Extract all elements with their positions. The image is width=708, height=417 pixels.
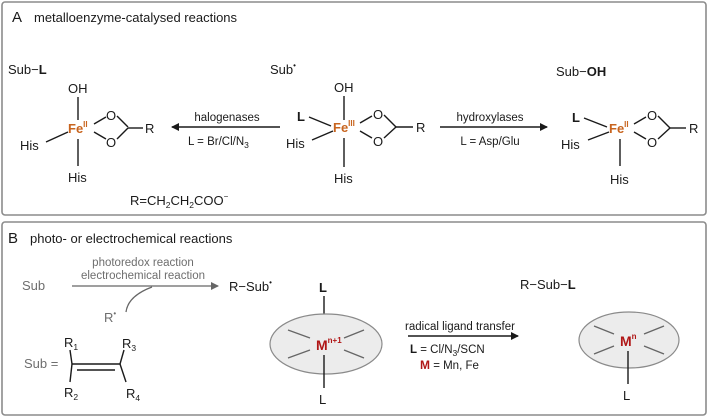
substituent-r4: R4 bbox=[126, 386, 140, 403]
product-sub-oh: Sub−OH bbox=[556, 64, 606, 79]
bond bbox=[359, 130, 373, 139]
fe-ii-halide-complex: OH FeII O O R His His bbox=[20, 81, 154, 185]
carboxylate-oxygen: O bbox=[106, 108, 116, 123]
bond bbox=[69, 363, 73, 383]
bond bbox=[359, 115, 373, 124]
arrow-label-halogenases: halogenases bbox=[194, 112, 259, 124]
bond bbox=[587, 131, 610, 141]
carboxylate-oxygen: O bbox=[373, 107, 383, 122]
bond bbox=[383, 126, 397, 139]
r-group-definition: R=CH2CH2COO− bbox=[130, 192, 229, 210]
r-group: R bbox=[689, 121, 698, 136]
substituent-r3: R3 bbox=[122, 336, 136, 353]
histidine-ligand: His bbox=[68, 170, 87, 185]
bond bbox=[119, 349, 125, 365]
ligand-l-bottom: L bbox=[319, 392, 326, 407]
arrow-label-hydroxylases: hydroxylases bbox=[456, 112, 523, 124]
alkene-label: Sub = bbox=[24, 356, 58, 371]
histidine-ligand: His bbox=[610, 172, 629, 187]
ligand-transfer-arrow: radical ligand transfer L = Cl/N3/SCN M … bbox=[405, 321, 519, 372]
histidine-ligand: His bbox=[286, 136, 305, 151]
bond bbox=[343, 349, 365, 359]
panel-a-letter: A bbox=[12, 9, 22, 26]
alkene-substrate: Sub = R1 R2 R3 R4 bbox=[24, 335, 140, 403]
metal-center: Mn bbox=[620, 332, 637, 349]
carboxylate-oxygen: O bbox=[647, 108, 657, 123]
coordination-plane bbox=[578, 311, 680, 369]
bond bbox=[69, 349, 73, 365]
fe-ii-hydroxylase-complex: L FeII O O R His His bbox=[561, 108, 698, 187]
ligand-l: L bbox=[297, 109, 305, 124]
ligand-l: L bbox=[572, 110, 580, 125]
coordination-plane bbox=[269, 313, 383, 375]
photoredox-label: photoredox reaction bbox=[92, 257, 194, 269]
bond bbox=[308, 116, 332, 127]
panel-a-title: metalloenzyme-catalysed reactions bbox=[34, 10, 238, 25]
bond bbox=[116, 127, 129, 140]
radical-addition-curve bbox=[125, 286, 153, 313]
bond bbox=[45, 131, 69, 143]
substituent-r2: R2 bbox=[64, 385, 78, 402]
bond bbox=[287, 349, 311, 359]
halogenase-condition: L = Br/Cl/N3 bbox=[188, 136, 249, 150]
bond bbox=[593, 345, 615, 355]
carboxylate-oxygen: O bbox=[106, 135, 116, 150]
bond bbox=[116, 115, 129, 128]
substituent-r1: R1 bbox=[64, 335, 78, 352]
hydroxylase-arrow: hydroxylases L = Asp/Glu bbox=[440, 112, 548, 148]
bond bbox=[93, 131, 107, 140]
bond bbox=[287, 329, 311, 339]
bond bbox=[343, 329, 365, 339]
substrate-label: Sub bbox=[22, 278, 45, 293]
bond bbox=[657, 127, 671, 140]
arrow-label-ligand-transfer: radical ligand transfer bbox=[405, 321, 515, 333]
iron-center: FeII bbox=[609, 120, 629, 136]
panel-b-title: photo- or electrochemical reactions bbox=[30, 231, 233, 246]
ligand-l-bottom: L bbox=[623, 388, 630, 403]
electrochemical-label: electrochemical reaction bbox=[81, 270, 205, 282]
panel-b-letter: B bbox=[8, 230, 18, 247]
panel-a: A metalloenzyme-catalysed reactions Sub−… bbox=[1, 1, 707, 216]
product-sub-l: Sub−L bbox=[8, 62, 47, 77]
bond bbox=[383, 114, 397, 128]
fe-iii-complex: OH L FeIII O O R His His bbox=[286, 80, 425, 186]
bond bbox=[657, 115, 671, 129]
bond bbox=[633, 131, 647, 140]
ligand-l-top: L bbox=[319, 280, 327, 295]
panel-a-frame bbox=[1, 1, 707, 216]
metal-center: Mn+1 bbox=[316, 336, 342, 353]
substrate-radical: Sub• bbox=[270, 61, 296, 77]
bond bbox=[311, 130, 334, 141]
halogenase-arrow: halogenases L = Br/Cl/N3 bbox=[171, 112, 280, 150]
radical-product: R−Sub• bbox=[229, 278, 272, 294]
ligand-condition: L = Cl/N3/SCN bbox=[410, 344, 485, 358]
bond bbox=[119, 363, 127, 383]
hydroxo-ligand: OH bbox=[334, 80, 354, 95]
bond bbox=[93, 116, 107, 125]
panel-b: B photo- or electrochemical reactions Su… bbox=[1, 221, 707, 416]
hydroxylase-condition: L = Asp/Glu bbox=[460, 136, 519, 148]
metal-condition: M = Mn, Fe bbox=[420, 358, 479, 372]
final-product: R−Sub−L bbox=[520, 277, 576, 292]
histidine-ligand: His bbox=[20, 138, 39, 153]
carboxylate-oxygen: O bbox=[373, 134, 383, 149]
bond bbox=[643, 325, 665, 335]
metal-complex-oxidized: L Mn+1 L bbox=[269, 280, 383, 407]
histidine-ligand: His bbox=[561, 137, 580, 152]
hydroxo-ligand: OH bbox=[68, 81, 88, 96]
bond bbox=[633, 116, 647, 125]
iron-center: FeII bbox=[68, 120, 88, 136]
histidine-ligand: His bbox=[334, 171, 353, 186]
bond bbox=[593, 325, 615, 335]
metal-complex-reduced: Mn L bbox=[578, 311, 680, 403]
r-group: R bbox=[145, 121, 154, 136]
iron-center: FeIII bbox=[333, 119, 355, 135]
bond bbox=[583, 117, 608, 128]
carboxylate-oxygen: O bbox=[647, 135, 657, 150]
r-group: R bbox=[416, 120, 425, 135]
radical-reagent: R• bbox=[104, 309, 116, 325]
bond bbox=[643, 345, 665, 355]
